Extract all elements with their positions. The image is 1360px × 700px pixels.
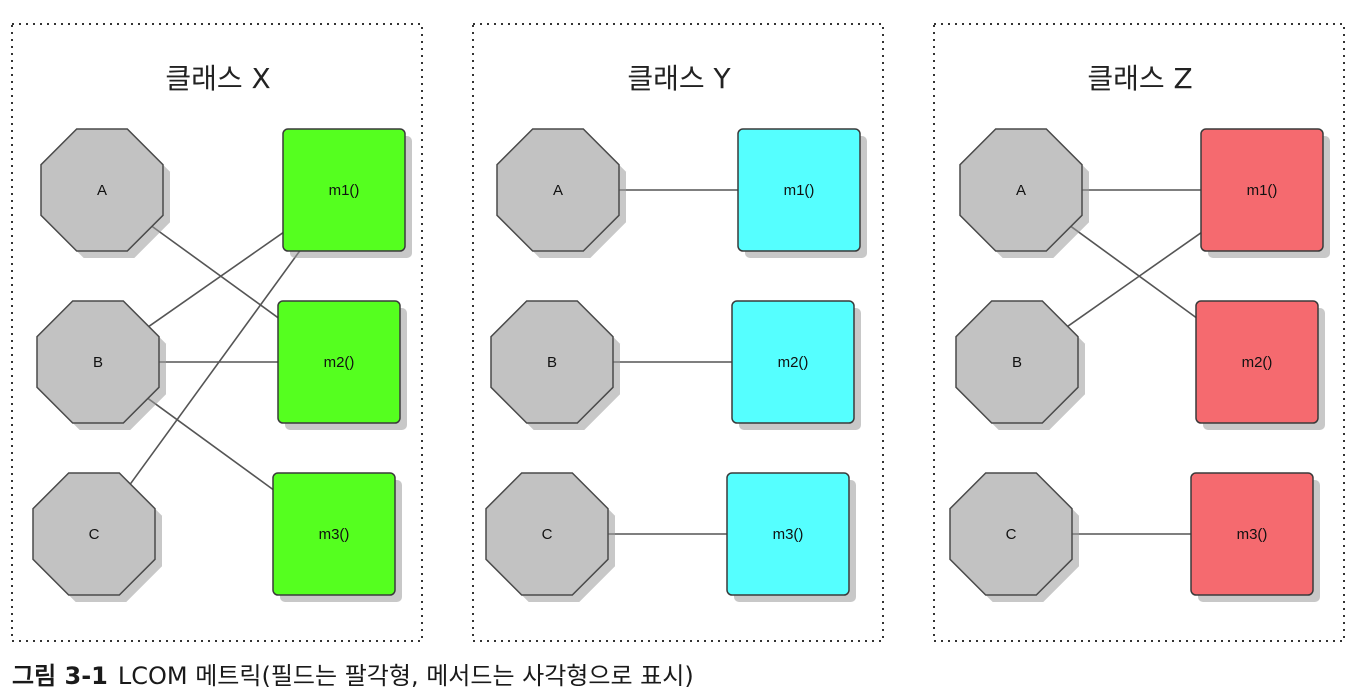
figure-caption: 그림 3-1 LCOM 메트릭(필드는 팔각형, 메서드는 사각형으로 표시) <box>12 662 694 690</box>
method-label: m3() <box>773 526 804 543</box>
panel-border <box>472 23 884 642</box>
method-square <box>1200 128 1324 252</box>
panels-layer: 클래스 X A B Cm1() m2() m3() 클래스 Y A B Cm1() m2() m3()… <box>11 23 1345 642</box>
field-label: C <box>1006 526 1017 543</box>
method-node-m2: m2() <box>731 300 861 430</box>
figure-caption-text: LCOM 메트릭(필드는 팔각형, 메서드는 사각형으로 표시) <box>118 662 694 690</box>
field-octagon <box>36 300 160 424</box>
method-label: m3() <box>1237 526 1268 543</box>
method-label: m1() <box>1247 182 1278 199</box>
field-label: B <box>93 354 103 371</box>
method-square <box>1195 300 1319 424</box>
link-a-m2 <box>151 225 279 319</box>
method-label: m2() <box>778 354 809 371</box>
field-node-b: B <box>36 300 166 430</box>
method-node-m2: m2() <box>1195 300 1325 430</box>
links <box>1066 189 1202 535</box>
field-node-a: A <box>40 128 170 258</box>
method-square <box>272 472 396 596</box>
method-square <box>726 472 850 596</box>
link-c-m1 <box>129 250 301 485</box>
method-node-m1: m1() <box>1200 128 1330 258</box>
method-label: m3() <box>319 526 350 543</box>
method-node-m1: m1() <box>282 128 412 258</box>
panel-title: 클래스 X <box>165 62 270 95</box>
method-node-m3: m3() <box>726 472 856 602</box>
field-node-b: B <box>955 300 1085 430</box>
link-b-m3 <box>147 397 274 491</box>
field-octagon <box>949 472 1073 596</box>
field-octagon <box>955 300 1079 424</box>
class-panel-3: 클래스 Z A B Cm1() m2() m3() <box>933 23 1345 642</box>
field-node-c: C <box>32 472 162 602</box>
field-octagon <box>485 472 609 596</box>
field-label: A <box>553 182 563 199</box>
field-octagon <box>496 128 620 252</box>
class-panel-1: 클래스 X A B Cm1() m2() m3() <box>11 23 423 642</box>
link-a-m2 <box>1070 225 1197 319</box>
field-label: B <box>547 354 557 371</box>
class-panel-2: 클래스 Y A B Cm1() m2() m3() <box>472 23 884 642</box>
field-octagon <box>959 128 1083 252</box>
method-square <box>1190 472 1314 596</box>
links <box>608 189 738 535</box>
field-node-c: C <box>485 472 615 602</box>
method-square <box>731 300 855 424</box>
field-octagon <box>32 472 156 596</box>
method-label: m2() <box>1242 354 1273 371</box>
panel-border <box>11 23 423 642</box>
links <box>129 225 301 491</box>
field-label: B <box>1012 354 1022 371</box>
field-label: C <box>542 526 553 543</box>
field-label: A <box>1016 182 1026 199</box>
method-node-m3: m3() <box>272 472 402 602</box>
method-label: m1() <box>329 182 360 199</box>
method-square <box>737 128 861 252</box>
method-node-m1: m1() <box>737 128 867 258</box>
method-label: m1() <box>784 182 815 199</box>
field-label: C <box>89 526 100 543</box>
field-octagon <box>40 128 164 252</box>
field-octagon <box>490 300 614 424</box>
field-node-c: C <box>949 472 1079 602</box>
field-node-a: A <box>496 128 626 258</box>
method-square <box>282 128 406 252</box>
method-node-m2: m2() <box>277 300 407 430</box>
method-node-m3: m3() <box>1190 472 1320 602</box>
link-b-m1 <box>1066 232 1202 328</box>
method-label: m2() <box>324 354 355 371</box>
panel-title: 클래스 Z <box>1087 62 1192 95</box>
method-square <box>277 300 401 424</box>
link-b-m1 <box>147 232 284 328</box>
panel-title: 클래스 Y <box>627 62 731 95</box>
figure-number: 그림 3-1 <box>12 662 108 690</box>
field-node-a: A <box>959 128 1089 258</box>
panel-border <box>933 23 1345 642</box>
field-label: A <box>97 182 107 199</box>
field-node-b: B <box>490 300 620 430</box>
